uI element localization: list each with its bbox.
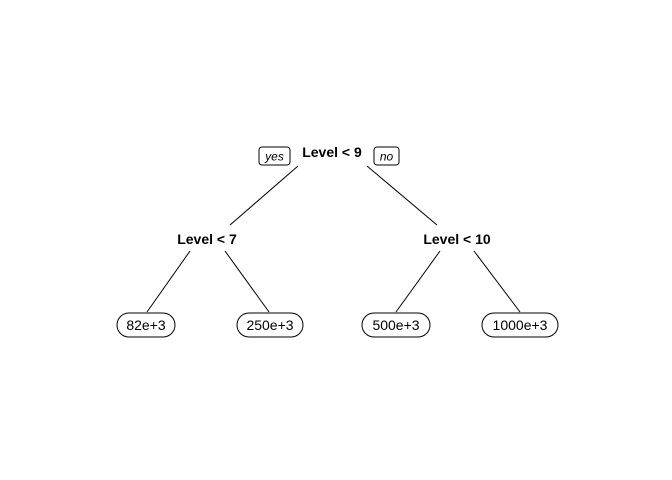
leaf-1-label: 82e+3 — [126, 317, 166, 333]
leaf-1-box — [116, 312, 176, 338]
edge-root-left — [229, 165, 299, 226]
right-split-node: Level < 10 — [423, 231, 491, 247]
leaf-node-2: 250e+3 — [236, 312, 304, 338]
leaf-4-label: 1000e+3 — [493, 317, 548, 333]
edge-root-right — [366, 165, 438, 226]
tree-edges — [146, 165, 521, 313]
leaf-node-4: 1000e+3 — [481, 312, 559, 338]
leaf-2-box — [236, 312, 304, 338]
edge-left-leaf2 — [224, 250, 270, 313]
leaf-3-box — [361, 312, 431, 338]
leaf-node-3: 500e+3 — [361, 312, 431, 338]
leaf-4-box — [481, 312, 559, 338]
left-split-node: Level < 7 — [177, 231, 237, 247]
leaf-node-1: 82e+3 — [116, 312, 176, 338]
edge-left-leaf1 — [146, 250, 191, 313]
edge-right-leaf3 — [395, 250, 441, 313]
no-branch-tag: no — [373, 146, 400, 166]
edge-right-leaf4 — [473, 250, 521, 313]
root-node: Level < 9 — [302, 144, 362, 160]
leaf-3-label: 500e+3 — [372, 317, 419, 333]
no-tag-box — [373, 146, 400, 166]
yes-branch-tag: yes — [258, 146, 291, 166]
no-tag-label: no — [380, 150, 394, 164]
yes-tag-label: yes — [264, 150, 284, 164]
root-split-label: Level < 9 — [302, 144, 362, 160]
left-split-label: Level < 7 — [177, 231, 237, 247]
right-split-label: Level < 10 — [423, 231, 491, 247]
yes-tag-box — [258, 146, 291, 166]
leaf-2-label: 250e+3 — [246, 317, 293, 333]
